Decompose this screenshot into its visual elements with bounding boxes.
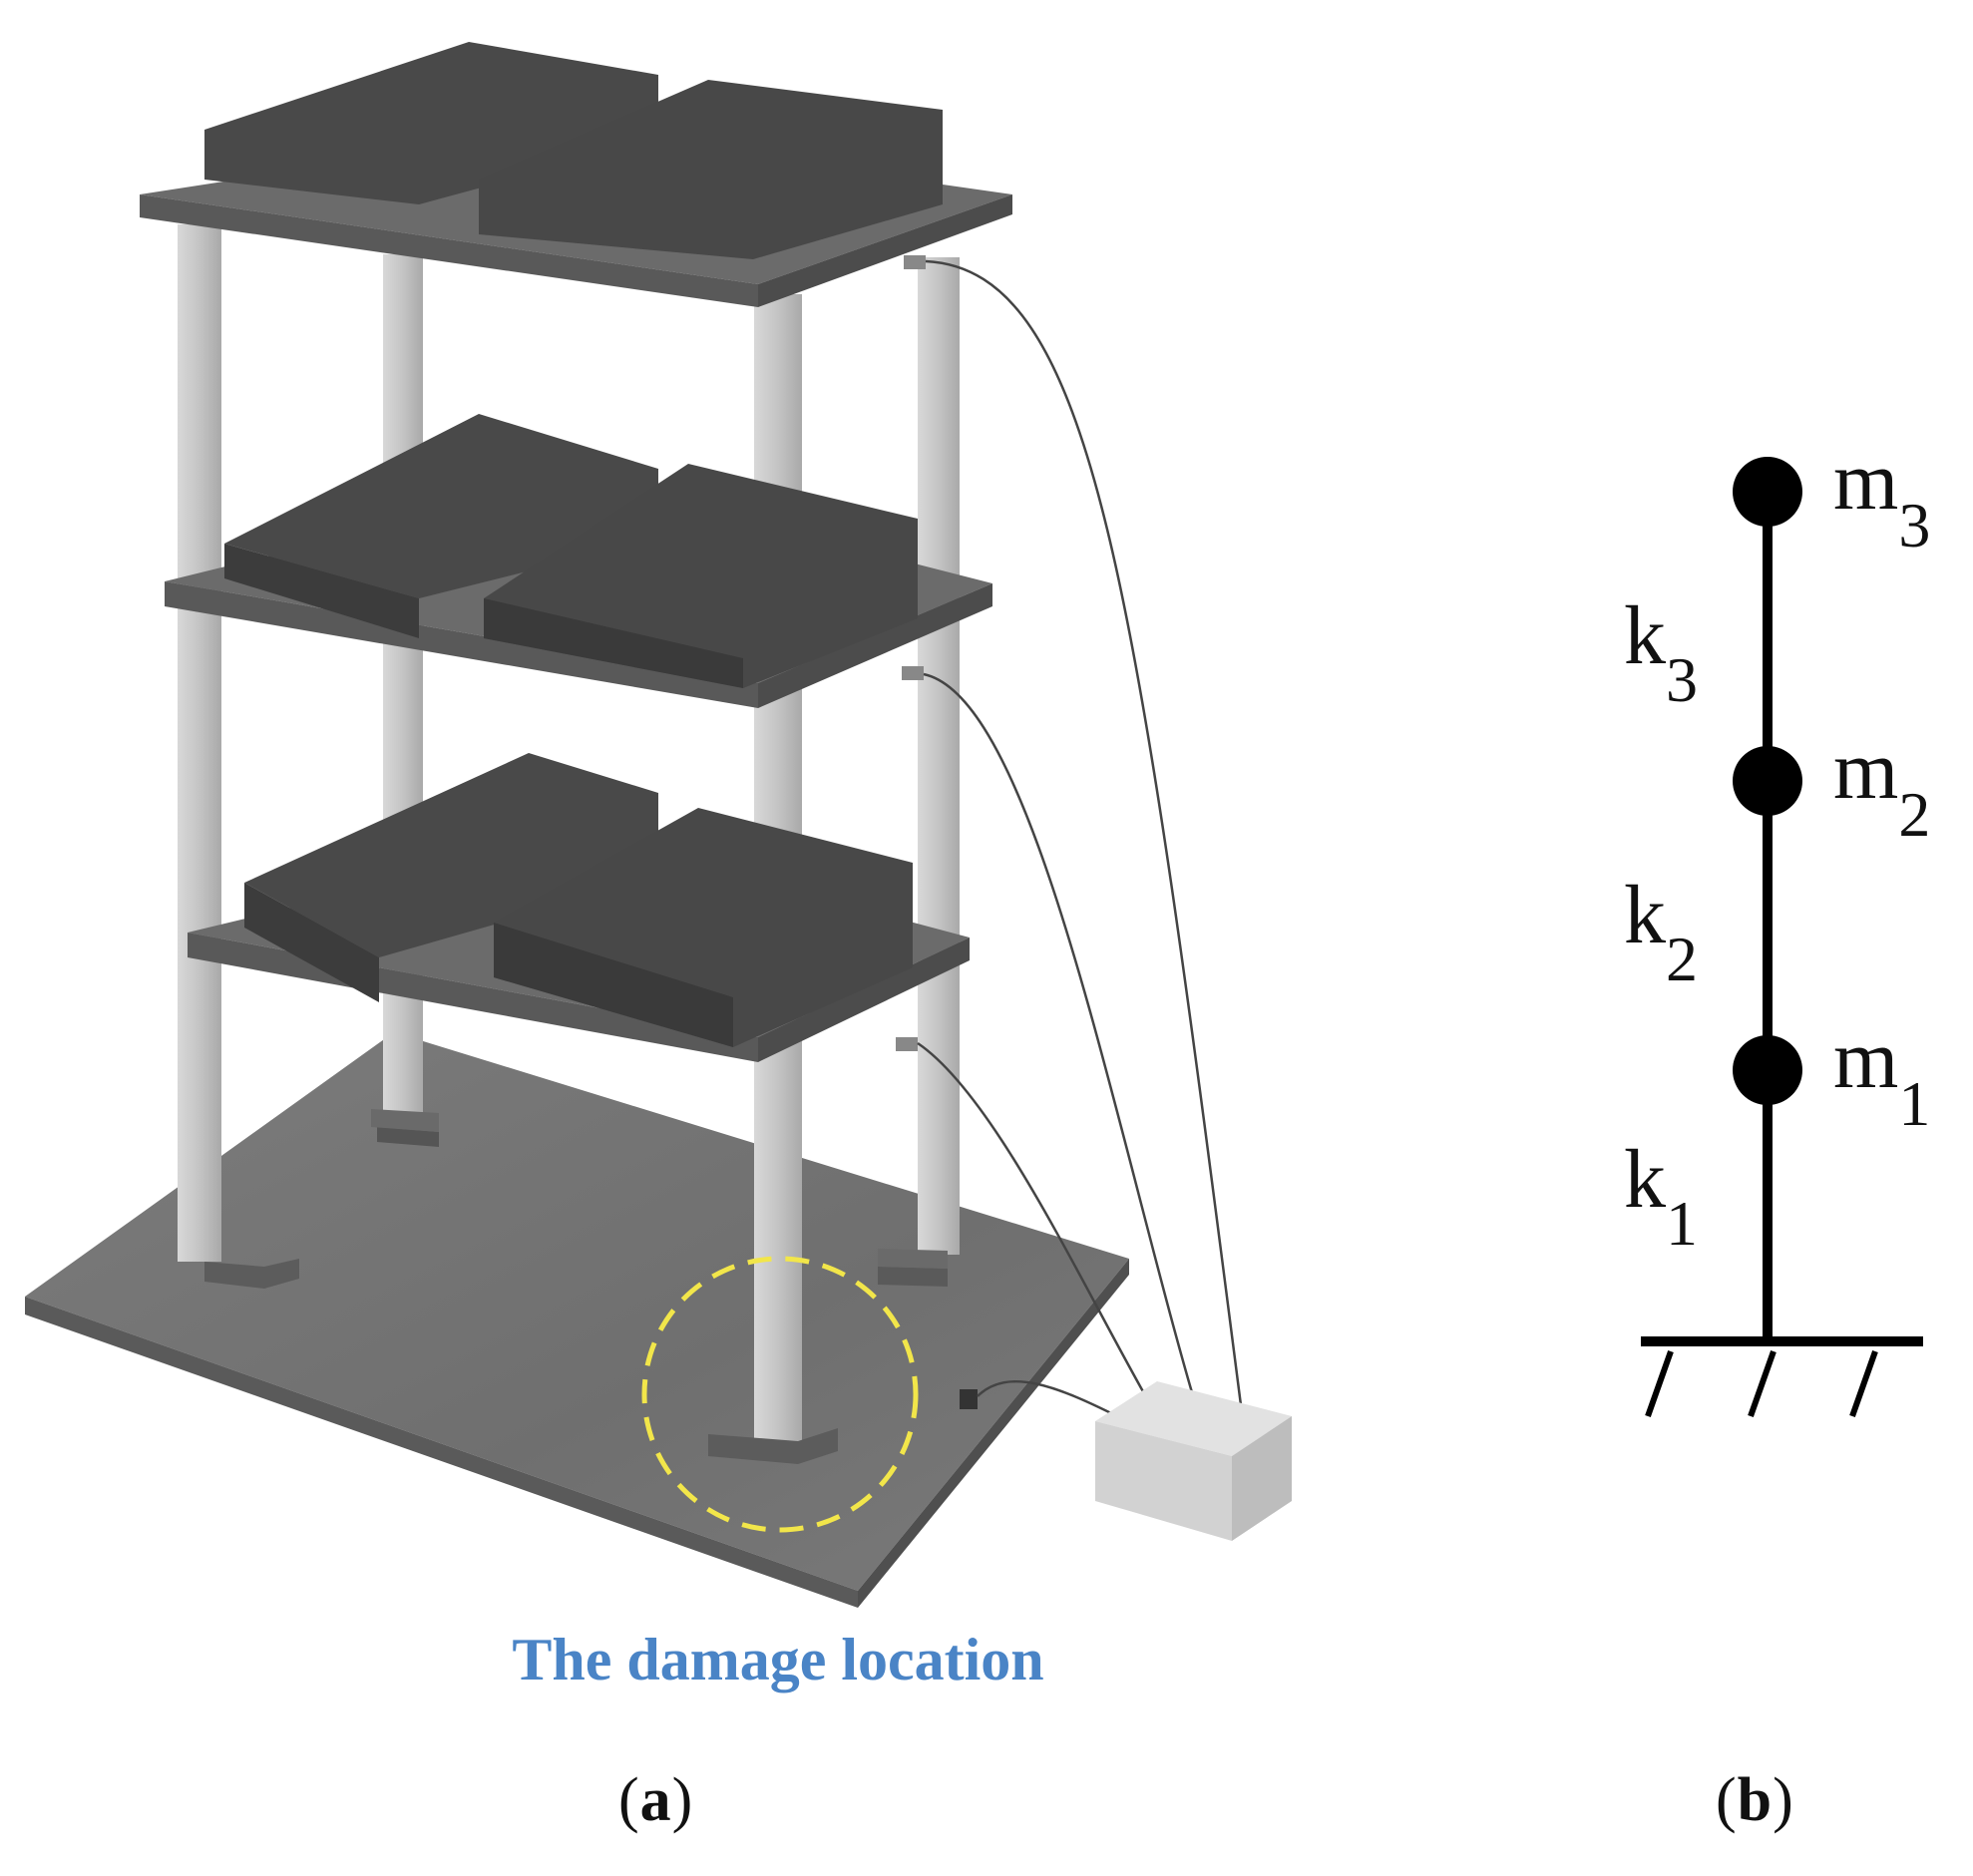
floor-1 xyxy=(188,753,970,1062)
mass-label-2: m2 xyxy=(1833,724,1930,850)
panel-a-open-paren: ( xyxy=(618,1766,640,1834)
mass-3-symbol: m xyxy=(1833,435,1898,528)
panel-a-close-paren: ) xyxy=(671,1766,694,1834)
mass-2-symbol: m xyxy=(1833,724,1898,817)
spring-3-symbol: k xyxy=(1624,589,1666,682)
mass-node-1 xyxy=(1733,1035,1802,1105)
data-logger-box xyxy=(1095,1381,1292,1541)
spring-1-symbol: k xyxy=(1624,1133,1666,1226)
spring-1-index: 1 xyxy=(1666,1188,1698,1259)
mass-3-index: 3 xyxy=(1898,490,1930,561)
ground-hatch xyxy=(1645,1349,1878,1418)
mass-1-index: 1 xyxy=(1898,1068,1930,1139)
panel-b-letter: b xyxy=(1737,1766,1774,1834)
spring-label-2: k2 xyxy=(1624,869,1698,994)
panel-label-b: (b) xyxy=(1716,1765,1794,1836)
sensor-cables xyxy=(917,259,1247,1437)
mass-label-3: m3 xyxy=(1833,435,1930,561)
damage-location-circle xyxy=(641,1256,919,1533)
spring-2-index: 2 xyxy=(1666,924,1698,994)
sensors xyxy=(896,255,978,1409)
panel-a-letter: a xyxy=(639,1766,672,1834)
floor-2 xyxy=(165,414,992,708)
mass-node-2 xyxy=(1733,746,1802,816)
mass-node-3 xyxy=(1733,457,1802,527)
panel-b-close-paren: ) xyxy=(1773,1766,1794,1834)
mass-1-symbol: m xyxy=(1833,1013,1898,1106)
spring-3-index: 3 xyxy=(1666,644,1698,715)
damage-location-caption: The damage location xyxy=(512,1627,1044,1692)
panel-b-open-paren: ( xyxy=(1716,1766,1738,1834)
base-plate xyxy=(25,1032,1129,1608)
floor-3 xyxy=(140,42,1012,307)
spring-label-3: k3 xyxy=(1624,589,1698,715)
mass-label-1: m1 xyxy=(1833,1013,1930,1139)
spring-2-symbol: k xyxy=(1624,869,1666,961)
panel-label-a: (a) xyxy=(618,1765,693,1836)
mass-2-index: 2 xyxy=(1898,779,1930,850)
back-columns xyxy=(371,254,960,1287)
spring-label-1: k1 xyxy=(1624,1133,1698,1259)
